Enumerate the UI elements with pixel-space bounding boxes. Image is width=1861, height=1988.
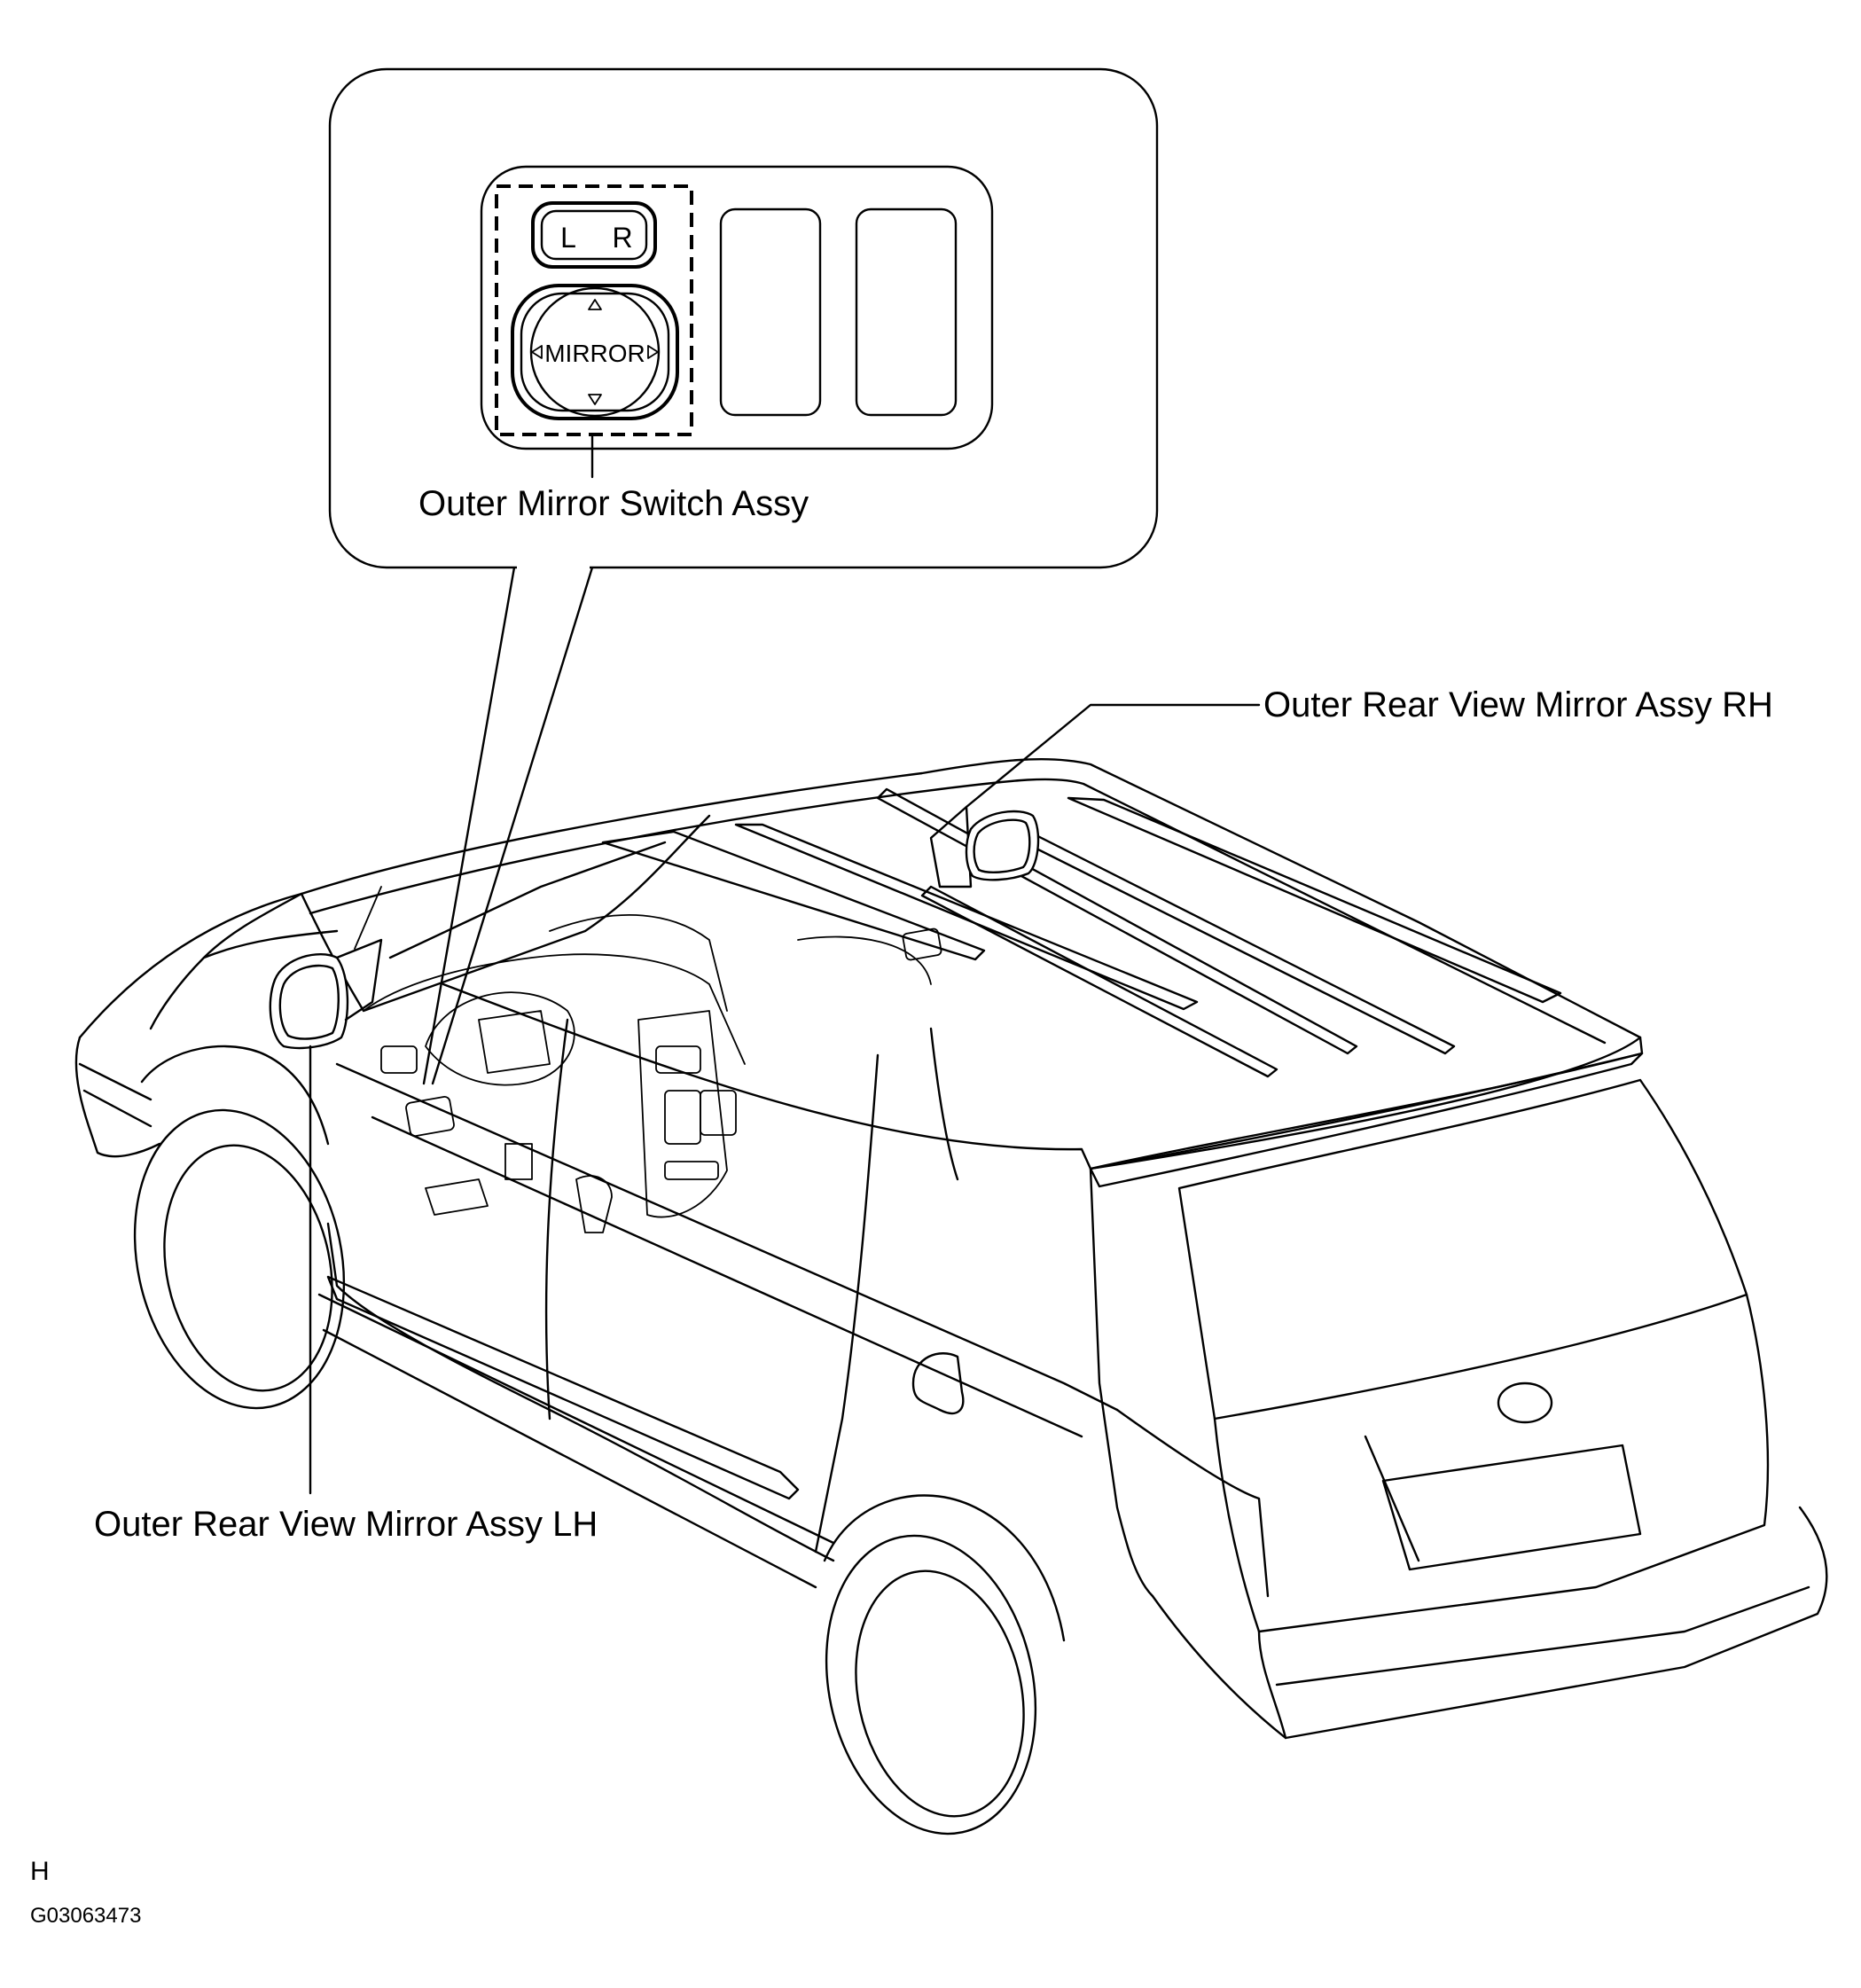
- roof-rib-4: [1067, 796, 1562, 1004]
- mirror-rh: [929, 805, 1040, 888]
- sliding-door-edge: [814, 1053, 880, 1554]
- dashboard: [363, 953, 746, 1065]
- callout-box: [328, 67, 1159, 569]
- steering-wheel: [425, 991, 575, 1086]
- rear-window: [1177, 1078, 1748, 1421]
- label-outer-mirror-switch-assy: Outer Mirror Switch Assy: [418, 484, 809, 523]
- rear-wheel: [823, 1494, 1066, 1835]
- front-door-edge: [544, 1018, 569, 1421]
- switch-panel: L R MIRROR: [480, 165, 994, 479]
- roof-rib-2: [734, 823, 1199, 1011]
- arrow-right-icon: [647, 345, 659, 359]
- switch-callout: [328, 67, 1159, 1085]
- fuel-door: [911, 1352, 965, 1415]
- rear-spoiler: [1089, 1052, 1644, 1188]
- front-seat: [549, 914, 728, 1012]
- footer-mark: H: [30, 1857, 50, 1886]
- label-outer-rear-view-mirror-lh: Outer Rear View Mirror Assy LH: [94, 1505, 598, 1544]
- roof-rib-1: [601, 830, 986, 961]
- mirror-rh-leader: [965, 703, 1261, 809]
- license-plate-recess: [1381, 1444, 1642, 1571]
- blank-switch-slot-1: [719, 207, 822, 417]
- switch-bezel: [480, 165, 994, 450]
- mirror-knob-ring: [520, 292, 670, 412]
- arrow-up-icon: [588, 299, 602, 310]
- lr-selector-inner: [540, 209, 648, 261]
- mirror-lh-housing: [269, 953, 349, 1050]
- windshield: [300, 814, 711, 1013]
- roof-rib-3: [920, 885, 1278, 1078]
- front-fascia: [74, 1036, 161, 1158]
- vehicle-body: [74, 757, 1828, 1835]
- mirror-rh-glass: [973, 818, 1031, 874]
- figure-code: G03063473: [30, 1904, 141, 1928]
- lr-selector-right-letter: R: [612, 222, 632, 254]
- rear-bumper: [1257, 1506, 1828, 1740]
- mirror-lh-glass: [278, 964, 340, 1040]
- mirror-knob-face: [529, 286, 661, 418]
- center-console: [637, 1010, 728, 1218]
- mirror-lh: [269, 938, 383, 1050]
- callout-pointer: [424, 567, 592, 1084]
- blank-switch-slot-2: [855, 207, 958, 417]
- lr-selector-left-letter: L: [560, 222, 576, 254]
- arrow-down-icon: [588, 394, 602, 405]
- a-pillar: [354, 886, 382, 950]
- lr-selector-outer: [531, 201, 657, 269]
- front-wheel: [133, 1045, 346, 1410]
- mirror-rh-arm: [929, 805, 973, 888]
- mirror-knob-label: MIRROR: [544, 340, 645, 367]
- label-outer-rear-view-mirror-rh: Outer Rear View Mirror Assy RH: [1263, 685, 1773, 724]
- switch-assy-dashed-outline: [495, 184, 693, 436]
- arrow-left-icon: [531, 345, 543, 359]
- rear-hatch: [1213, 1293, 1770, 1633]
- side-molding: [326, 1275, 800, 1500]
- mirror-knob-outer: [511, 284, 679, 420]
- roof-outline: [300, 757, 1642, 1170]
- switch-location-marker: [405, 1095, 455, 1138]
- hood: [78, 892, 303, 1039]
- rear-emblem: [1497, 1381, 1553, 1424]
- vehicle-interior: [354, 886, 942, 1233]
